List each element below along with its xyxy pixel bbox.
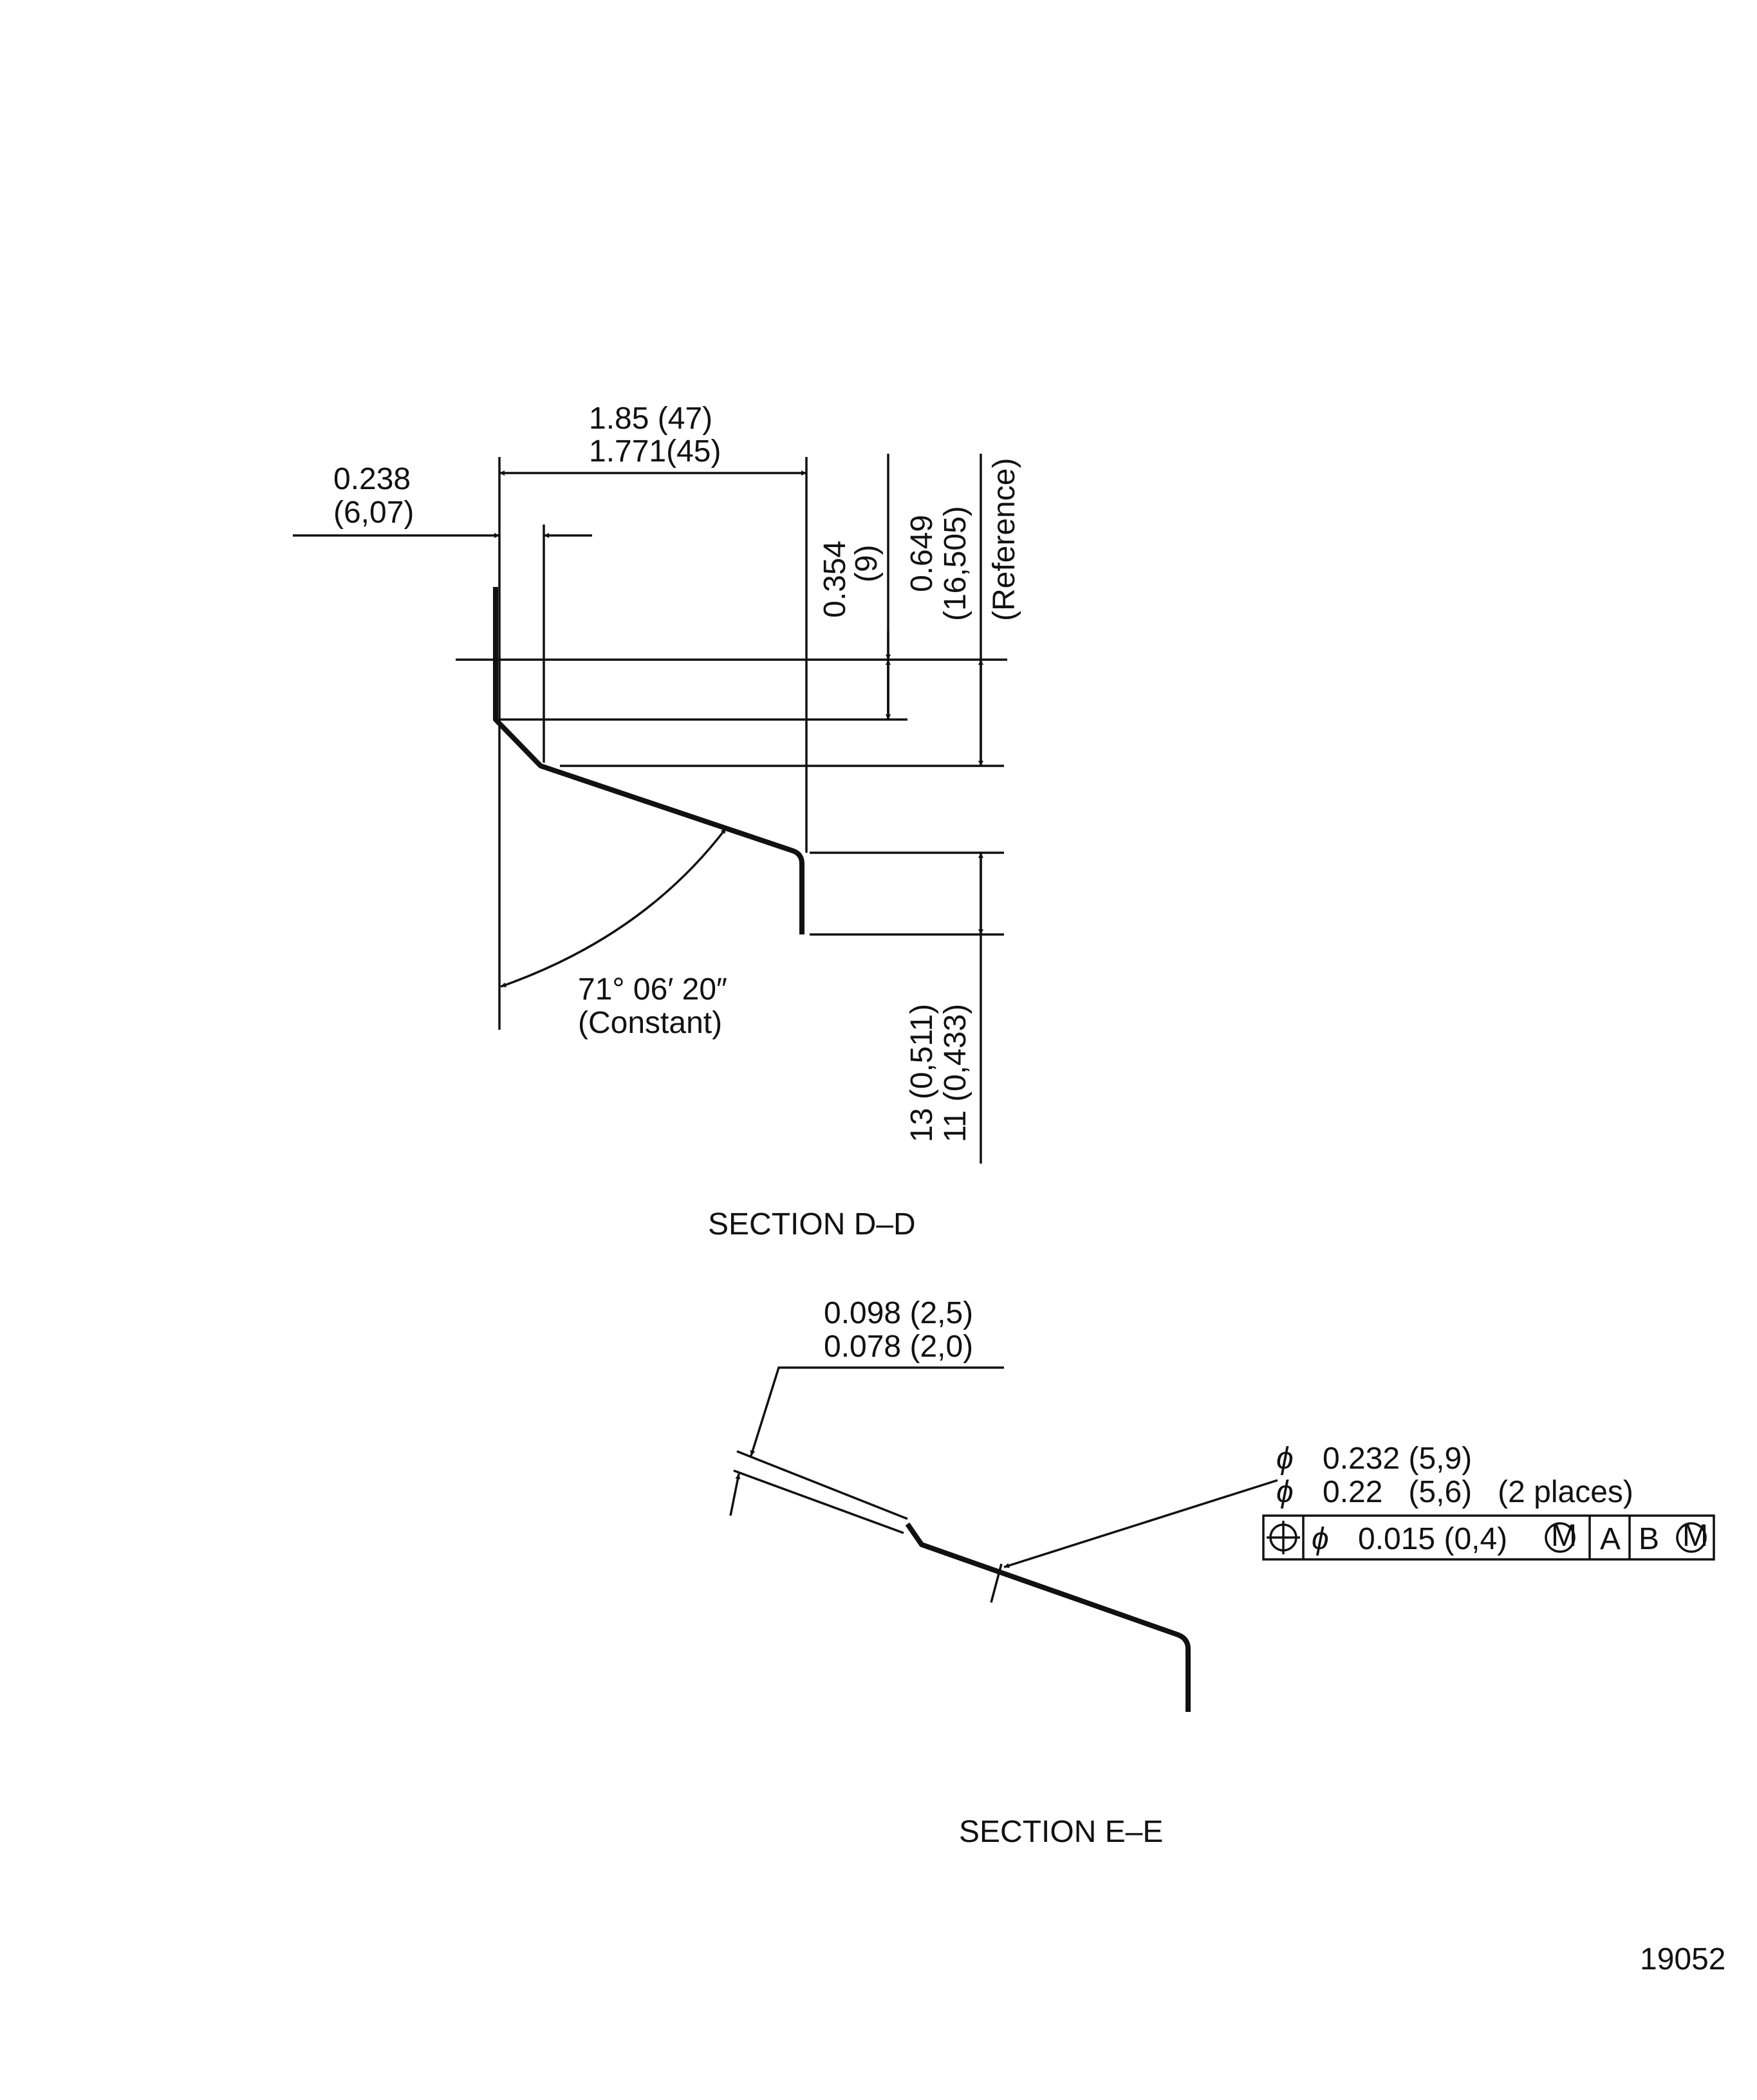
thk-min: 0.078 (2,0) (824, 1330, 973, 1364)
fcf-datum-b-modifier-circle (1676, 1522, 1707, 1553)
dim-width-max: 1.85 (47) (589, 402, 712, 436)
dim-354-mm: (9) (850, 544, 884, 582)
position-icon (1267, 1521, 1300, 1554)
angle-arc (500, 827, 727, 988)
fcf-tolerance: 0.015 (0,4) (1358, 1522, 1507, 1556)
dim-649-note: (Reference) (987, 458, 1021, 621)
dim-width-min: 1.771(45) (589, 434, 721, 469)
fcf-modifier-circle (1545, 1522, 1576, 1553)
angle-value: 71° 06′ 20″ (578, 972, 727, 1007)
fcf-datum-b: B (1639, 1522, 1659, 1556)
hole-min-sym: ϕ (1276, 1475, 1294, 1509)
section-ee-profile (905, 1522, 1191, 1712)
hole-centerline (990, 1563, 1003, 1603)
dim-649-mm: (16,505) (938, 506, 972, 621)
section-dd-label: SECTION D–D (708, 1207, 916, 1241)
dim-flange-min: 11 (0,433) (938, 1004, 972, 1142)
section-ee: 0.098 (2,5) 0.078 (2,0) ϕ 0.232 (5,9) ϕ … (729, 1296, 1715, 1849)
hole-max-sym: ϕ (1276, 1442, 1294, 1476)
hole-min: 0.22 (5,6) (2 places) (1323, 1475, 1633, 1509)
dim-flange-max: 13 (0,511) (905, 1004, 939, 1142)
fcf-datum-a: A (1600, 1522, 1621, 1556)
thk-ext-bottom (733, 1469, 904, 1534)
angle-note: (Constant) (578, 1006, 722, 1040)
figure-number: 19052 (1640, 1942, 1725, 1976)
thk-ext-top (736, 1450, 908, 1520)
hole-max: 0.232 (5,9) (1323, 1442, 1472, 1476)
thk-leader (750, 1366, 1004, 1456)
thk-arrow-lower (729, 1473, 741, 1516)
dim-649-in: 0.649 (905, 515, 939, 592)
section-dd-profile (493, 587, 804, 934)
dim-354-in: 0.354 (818, 541, 852, 618)
fcf-datum-b-modifier: M (1682, 1519, 1708, 1553)
dim-offset-mm: (6,07) (333, 496, 414, 530)
fcf-modifier: M (1551, 1519, 1577, 1553)
fcf-tolerance-sym: ϕ (1312, 1522, 1329, 1556)
hole-leader (1003, 1479, 1278, 1568)
thk-max: 0.098 (2,5) (824, 1296, 973, 1330)
dim-offset-in: 0.238 (333, 462, 411, 496)
section-dd: 1.85 (47) 1.771(45) 0.238 (6,07) 0.354 (… (293, 402, 1021, 1241)
feature-control-frame: ϕ 0.015 (0,4) M A B M (1262, 1514, 1715, 1561)
section-ee-label: SECTION E–E (959, 1815, 1163, 1849)
